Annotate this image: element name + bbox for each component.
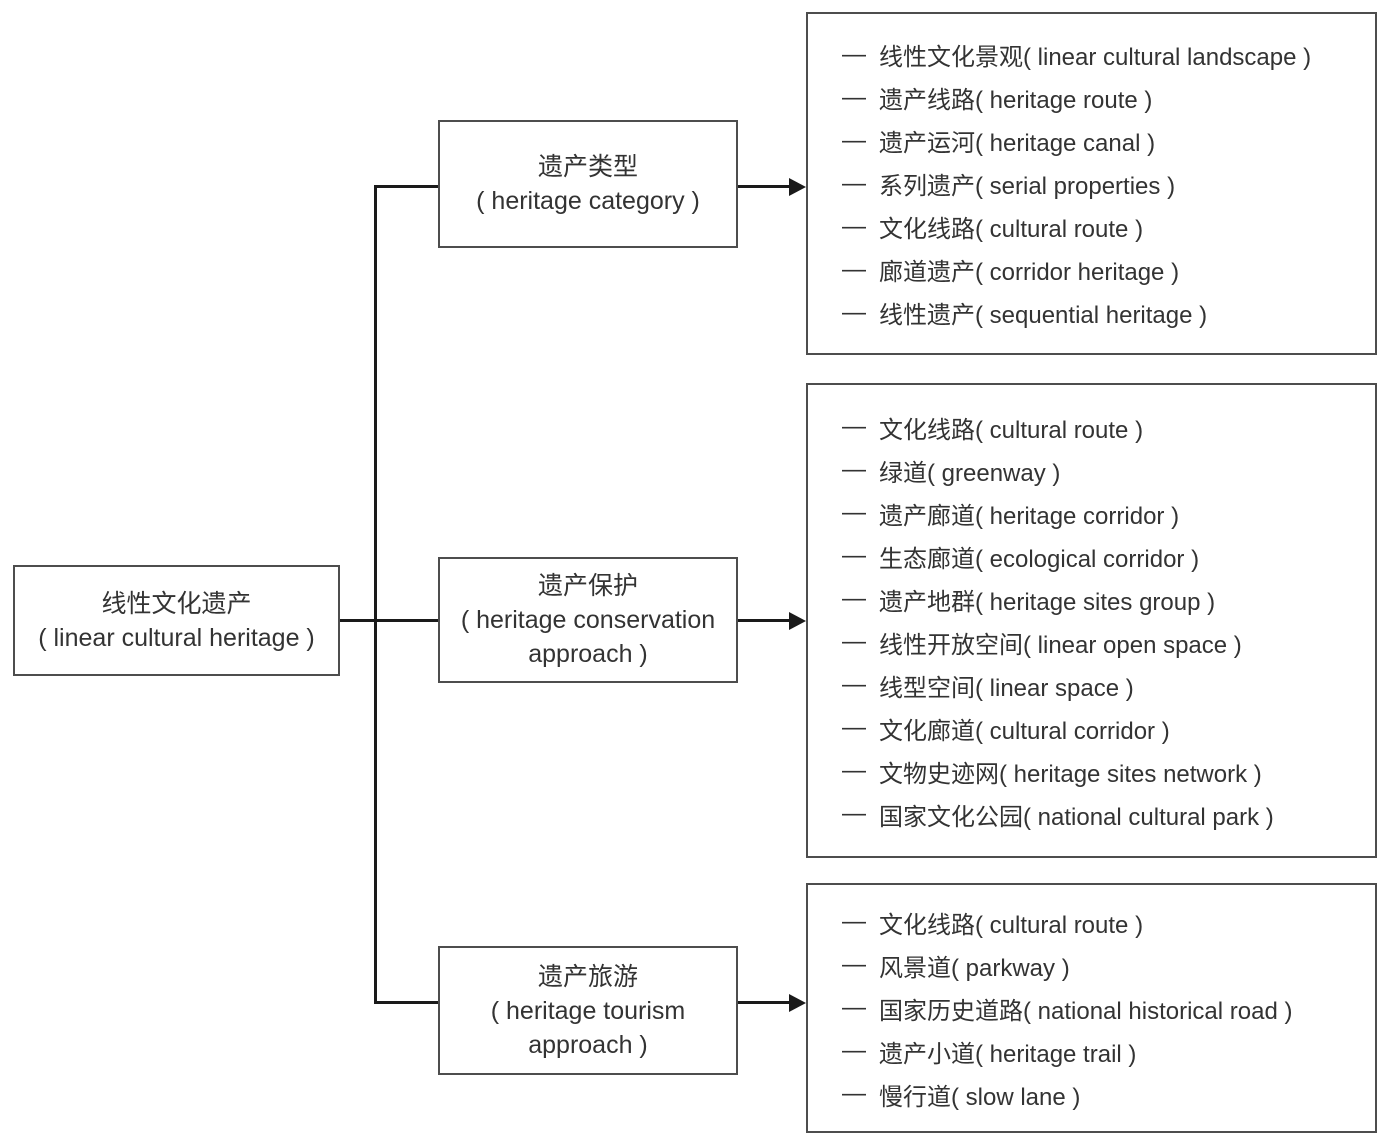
dash-icon: —	[842, 499, 866, 526]
dash-icon: —	[842, 456, 866, 483]
term-text: 线性文化景观( linear cultural landscape )	[879, 44, 1312, 71]
dash-icon: —	[842, 212, 866, 240]
dash-icon: —	[842, 413, 866, 440]
trunk-to-category-line	[374, 185, 440, 188]
trunk-to-tourism-line	[374, 1001, 440, 1004]
tourism-arrowhead-icon	[789, 993, 806, 1012]
term-text: 文物史迹网( heritage sites network )	[879, 760, 1262, 788]
term-text: 线性开放空间( linear open space )	[879, 631, 1242, 659]
list-item: — 国家文化公园( national cultural park )	[842, 793, 1375, 836]
list-item: — 风景道( parkway )	[842, 944, 1375, 987]
list-item: — 国家历史道路( national historical road )	[842, 987, 1375, 1030]
term-text: 文化线路( cultural route )	[879, 416, 1144, 444]
dash-icon: —	[842, 908, 866, 935]
list-item: — 遗产小道( heritage trail )	[842, 1030, 1375, 1073]
list-item: — 廊道遗产( corridor heritage )	[842, 248, 1375, 291]
category-title-en: ( heritage tourism	[490, 996, 686, 1025]
category-title-en: ( heritage conservation	[460, 606, 716, 634]
category-title-en: ( heritage category )	[476, 187, 700, 215]
category-node-heritage-category: 遗产类型 ( heritage category )	[438, 120, 738, 248]
list-item: — 文化廊道( cultural corridor )	[842, 707, 1375, 750]
category-node-heritage-tourism: 遗产旅游 ( heritage tourism approach )	[438, 946, 738, 1075]
term-text: 国家文化公园( national cultural park )	[879, 803, 1274, 831]
list-item: — 生态廊道( ecological corridor )	[842, 535, 1375, 578]
list-item: — 线型空间( linear space )	[842, 664, 1375, 707]
dash-icon: —	[842, 994, 866, 1021]
dash-icon: —	[842, 671, 866, 698]
trunk-connector-line	[374, 185, 377, 1004]
list-item: — 绿道( greenway )	[842, 449, 1375, 492]
list-item: — 遗产运河( heritage canal )	[842, 119, 1375, 162]
category-node-heritage-conservation: 遗产保护 ( heritage conservation approach )	[438, 557, 738, 683]
term-text: 文化线路( cultural route )	[879, 216, 1144, 243]
dash-icon: —	[842, 298, 866, 326]
category-title-zh: 遗产类型	[537, 153, 638, 181]
dash-icon: —	[842, 800, 866, 827]
term-list-heritage-conservation: —文化线路( cultural route ) —绿道( greenway ) …	[806, 383, 1377, 858]
dash-icon: —	[842, 169, 866, 197]
list-item: — 遗产线路( heritage route )	[842, 76, 1375, 119]
term-text: 廊道遗产( corridor heritage )	[879, 259, 1180, 286]
list-item: — 系列遗产( serial properties )	[842, 162, 1375, 205]
term-text: 遗产廊道( heritage corridor )	[879, 502, 1180, 530]
dash-icon: —	[842, 757, 866, 784]
list-item: — 文化线路( cultural route )	[842, 205, 1375, 248]
dash-icon: —	[842, 951, 866, 978]
dash-icon: —	[842, 1037, 866, 1064]
conservation-arrowhead-icon	[789, 611, 806, 630]
list-item: — 遗产地群( heritage sites group )	[842, 578, 1375, 621]
term-text: 遗产运河( heritage canal )	[879, 130, 1156, 157]
list-item: — 线性开放空间( linear open space )	[842, 621, 1375, 664]
root-node-linear-cultural-heritage: 线性文化遗产 ( linear cultural heritage )	[13, 565, 340, 676]
dash-icon: —	[842, 628, 866, 655]
category-arrow-line	[737, 185, 791, 188]
term-text: 生态廊道( ecological corridor )	[879, 545, 1200, 573]
dash-icon: —	[842, 255, 866, 283]
dash-icon: —	[842, 585, 866, 612]
dash-icon: —	[842, 126, 866, 154]
dash-icon: —	[842, 83, 866, 111]
category-arrowhead-icon	[789, 177, 806, 196]
term-text: 遗产小道( heritage trail )	[879, 1040, 1137, 1068]
category-title-en-2: approach )	[528, 1030, 648, 1059]
term-text: 线型空间( linear space )	[879, 674, 1134, 702]
term-text: 系列遗产( serial properties )	[879, 173, 1176, 200]
dash-icon: —	[842, 40, 866, 68]
term-text: 国家历史道路( national historical road )	[879, 997, 1293, 1025]
term-list-heritage-category: — 线性文化景观( linear cultural landscape ) — 遗产…	[806, 12, 1377, 355]
term-text: 绿道( greenway )	[879, 459, 1061, 487]
category-title-en-2: approach )	[528, 640, 648, 668]
list-item: — 文化线路( cultural route )	[842, 901, 1375, 944]
tourism-arrow-line	[737, 1001, 791, 1004]
category-title-zh: 遗产保护	[537, 572, 638, 600]
term-text: 遗产线路( heritage route )	[879, 87, 1153, 114]
dash-icon: —	[842, 1080, 866, 1107]
list-item: — 遗产廊道( heritage corridor )	[842, 492, 1375, 535]
list-item: — 文物史迹网( heritage sites network )	[842, 750, 1375, 793]
term-list-heritage-tourism: —文化线路( cultural route ) —风景道( parkway ) …	[806, 883, 1377, 1133]
root-to-conservation-line	[340, 619, 440, 622]
conservation-arrow-line	[737, 619, 791, 622]
dash-icon: —	[842, 714, 866, 741]
list-item: — 线性遗产( sequential heritage )	[842, 291, 1375, 334]
term-text: 文化线路( cultural route )	[879, 911, 1144, 939]
term-text: 文化廊道( cultural corridor )	[879, 717, 1170, 745]
root-title-en: ( linear cultural heritage )	[38, 623, 315, 652]
list-item: — 慢行道( slow lane )	[842, 1073, 1375, 1116]
term-text: 慢行道( slow lane )	[879, 1083, 1081, 1111]
dash-icon: —	[842, 542, 866, 569]
list-item: — 线性文化景观( linear cultural landscape )	[842, 33, 1375, 76]
term-text: 线性遗产( sequential heritage )	[879, 302, 1208, 329]
list-item: — 文化线路( cultural route )	[842, 406, 1375, 449]
term-text: 风景道( parkway )	[879, 954, 1070, 982]
term-text: 遗产地群( heritage sites group )	[879, 588, 1216, 616]
category-title-zh: 遗产旅游	[537, 962, 638, 991]
root-title-zh: 线性文化遗产	[101, 589, 252, 618]
